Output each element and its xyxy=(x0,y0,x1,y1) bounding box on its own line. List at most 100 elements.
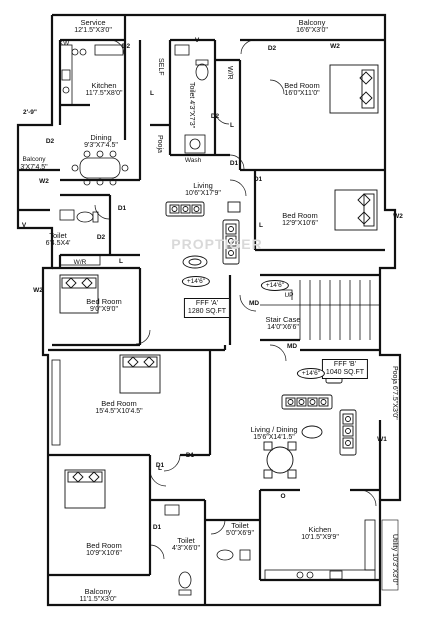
level-b: +14'6" xyxy=(296,368,326,379)
self-label: SELF xyxy=(157,58,164,76)
room-utility-name: Utility xyxy=(391,534,398,552)
room-bedroom-b1-name: Bed Room xyxy=(101,399,137,408)
room-balcony-bottom: Balcony 11'1.5"X3'0" xyxy=(79,588,116,604)
room-kitchen-b-name: Kichen xyxy=(308,525,332,534)
room-bedroom-left-dim: 9'0"X9'0" xyxy=(90,306,118,313)
wr-left-label: W/R xyxy=(73,259,87,266)
door-d1-toilet: D1 xyxy=(117,205,127,212)
room-dining-a: Dining 9'3"X7'4.5" xyxy=(84,134,118,150)
door-swings xyxy=(94,39,377,560)
stair-treads xyxy=(260,280,380,340)
door-d2-wash: D2 xyxy=(210,113,220,120)
flat-b-box: FFF 'B' 1040 SQ.FT xyxy=(321,359,369,379)
door-d1-living-b: D1 xyxy=(185,452,195,459)
flat-b-name: FFF 'B' xyxy=(333,361,357,368)
living-sofa-a xyxy=(165,201,241,269)
level-a: +14'6" xyxy=(181,276,211,287)
living-dining-b xyxy=(263,372,357,479)
room-toilet-b2-dim: 5'0"X6'9" xyxy=(226,530,254,537)
room-balcony-bottom-name: Balcony xyxy=(84,587,112,596)
room-toilet-left-name: Toilet xyxy=(49,231,67,240)
loft-l-2: L xyxy=(230,122,234,129)
room-toilet-b1: Toilet 4'3"X6'0" xyxy=(172,537,200,553)
room-bedroom-top-dim: 16'0"X11'0" xyxy=(284,90,320,97)
door-d1-bed-b: D1 xyxy=(155,462,165,469)
room-staircase: Stair Case 14'0"X6'6" xyxy=(265,316,300,332)
kitchen-fixtures xyxy=(59,44,124,106)
room-bedroom-b2-dim: 10'9"X10'6" xyxy=(86,550,122,557)
room-kitchen-a: Kitchen 11'7.5"X8'0" xyxy=(85,82,122,98)
level-stair: +14'6" xyxy=(260,280,290,291)
room-toilet-b1-dim: 4'3"X6'0" xyxy=(172,545,200,552)
room-living-dining-b-name: Living / Dining xyxy=(250,425,298,434)
room-pooja-b-name: Pooja xyxy=(391,366,398,384)
beds xyxy=(59,64,379,509)
room-bedroom-b2: Bed Room 10'9"X10'6" xyxy=(86,542,122,558)
room-toilet-b2: Toilet 5'0"X6'9" xyxy=(226,522,254,538)
loft-l-3: L xyxy=(259,222,263,229)
room-balcony-bottom-dim: 11'1.5"X3'0" xyxy=(79,596,117,603)
room-service: Service 12'1.5"X3'0" xyxy=(74,19,112,35)
vent-v-left: V xyxy=(21,222,27,229)
room-balcony-top: Balcony 16'6"X3'0" xyxy=(296,19,328,35)
room-balcony-top-dim: 16'6"X3'0" xyxy=(296,27,328,34)
room-bedroom-b2-name: Bed Room xyxy=(86,541,122,550)
room-toilet-left-dim: 6'4.5X4' xyxy=(45,240,71,247)
room-service-name: Service xyxy=(80,18,106,27)
door-md-b: MD xyxy=(286,343,298,350)
door-d1-bed: D1 xyxy=(253,176,263,183)
kw-label: KW xyxy=(58,40,70,47)
door-md-a: MD xyxy=(248,300,260,307)
room-kitchen-b: Kichen 10'1.5"X9'9" xyxy=(301,526,339,542)
door-d2-bed-top: D2 xyxy=(267,45,277,52)
room-living-dining-b-dim: 15'6"X14'1.5" xyxy=(253,434,295,441)
room-balcony-left-dim: 3'X7'4.5" xyxy=(20,164,48,171)
vent-v-top: V xyxy=(194,37,200,44)
room-staircase-name: Stair Case xyxy=(265,315,301,324)
room-toilet-top-name: Toilet xyxy=(188,82,195,99)
pooja-a-label: Pooja xyxy=(156,135,163,153)
door-d1-living: D1 xyxy=(229,160,239,167)
window-w2-balcony-top: W2 xyxy=(330,43,340,50)
loft-l-4: L xyxy=(119,258,123,265)
utility-area xyxy=(381,519,399,591)
loft-l-1: L xyxy=(150,90,154,97)
wardrobes xyxy=(51,254,101,446)
room-utility: Utility 10'3"X3'0" xyxy=(391,534,398,585)
window-w2-left: W2 xyxy=(33,287,43,294)
room-bedroom-mid-right-name: Bed Room xyxy=(282,211,318,220)
room-living-a-name: Living xyxy=(193,181,213,190)
room-pooja-b-dim: 6'7.5"X3'0" xyxy=(391,385,398,420)
room-bedroom-left: Bed Room 9'0"X9'0" xyxy=(86,298,121,314)
room-balcony-top-name: Balcony xyxy=(298,18,326,27)
room-living-a-dim: 10'6"X17'9" xyxy=(185,190,221,197)
room-dining-a-dim: 9'3"X7'4.5" xyxy=(84,142,118,149)
flat-a-box: FFF 'A' 1280 SQ.FT xyxy=(183,298,231,318)
door-d1-toilet-b: D1 xyxy=(152,524,162,531)
marker-o: O xyxy=(280,493,286,500)
room-toilet-top-dim: 4'3"X7'3" xyxy=(188,100,195,129)
room-bedroom-b1: Bed Room 15'4.5"X10'4.5" xyxy=(95,400,142,416)
room-toilet-top: Toilet 4'3"X7'3" xyxy=(188,82,195,128)
room-living-dining-b: Living / Dining 15'6"X14'1.5" xyxy=(250,426,297,442)
door-d2-toilet: D2 xyxy=(96,234,106,241)
room-bedroom-top-name: Bed Room xyxy=(284,81,320,90)
room-dining-a-name: Dining xyxy=(90,133,112,142)
stair-up-label: UP xyxy=(284,292,294,299)
door-d2-dining: D2 xyxy=(45,138,55,145)
room-kitchen-b-dim: 10'1.5"X9'9" xyxy=(301,534,339,541)
room-toilet-b1-name: Toilet xyxy=(177,536,195,545)
room-bedroom-top: Bed Room 16'0"X11'0" xyxy=(284,82,319,98)
room-balcony-left-name: Balcony xyxy=(22,156,46,163)
room-bedroom-left-name: Bed Room xyxy=(86,297,122,306)
window-w2-right: W2 xyxy=(393,213,403,220)
room-utility-dim: 10'3"X3'0" xyxy=(391,553,398,585)
room-toilet-left: Toilet 6'4.5X4' xyxy=(46,232,71,248)
dim-note: 2'-9" xyxy=(22,109,38,116)
room-toilet-b2-name: Toilet xyxy=(231,521,249,530)
toilet-fixtures xyxy=(59,44,251,596)
door-d2-kitchen: D2 xyxy=(121,43,131,50)
watermark: PROPTIGER xyxy=(171,236,263,252)
flat-b-area: 1040 SQ.FT xyxy=(325,369,365,376)
